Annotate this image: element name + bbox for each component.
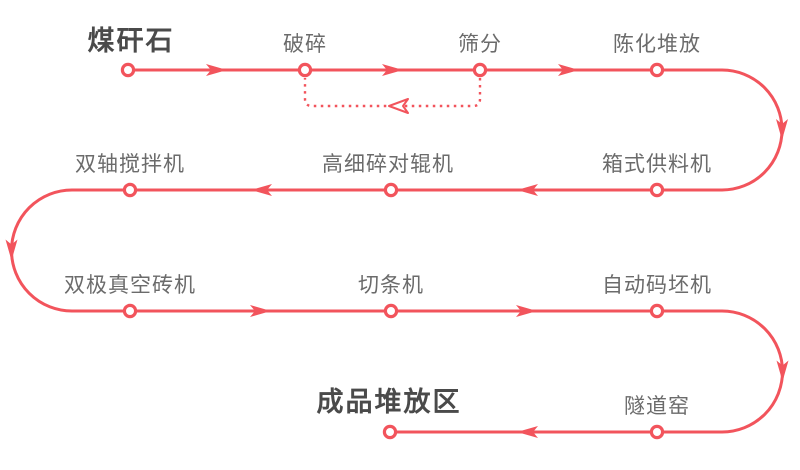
arrowhead-icon [517,426,538,438]
arrowhead-icon [558,64,579,76]
stage-label-vacuum-brick-machine: 双极真空砖机 [64,274,196,297]
stage-label-tunnel-kiln: 隧道窑 [624,395,690,418]
node-marker-cutting-machine [383,303,399,319]
node-marker-vacuum-brick-machine [122,303,138,319]
flow-path [10,68,784,434]
arrowhead-icon [251,184,272,196]
stage-label-double-shaft-mixer: 双轴搅拌机 [75,153,185,176]
arrowhead-icon [516,305,537,317]
arrowhead-icon [776,360,789,382]
node-marker-double-shaft-mixer [122,182,138,198]
stage-label-finished-product-area: 成品堆放区 [316,387,462,417]
arrowhead-icon [382,64,403,76]
node-marker-fine-roller-crusher [383,182,399,198]
node-marker-box-feeder [649,182,665,198]
stage-label-box-feeder: 箱式供料机 [602,153,712,176]
node-marker-tunnel-kiln [649,424,665,440]
stage-label-auto-stacker: 自动码坯机 [602,274,712,297]
node-marker-crushing [297,62,313,78]
arrowhead-icon [517,184,538,196]
arrowhead-icon [776,119,788,140]
stage-label-fine-roller-crusher: 高细碎对辊机 [322,153,454,176]
node-marker-raw-material [120,62,136,78]
stage-label-crushing: 破碎 [283,33,327,56]
stage-label-cutting-machine: 切条机 [358,274,424,297]
feedback-path [303,78,482,108]
node-marker-aging-storage [649,62,665,78]
node-marker-screening [472,62,488,78]
node-marker-finished-product-area [382,424,398,440]
arrowhead-icon [5,239,18,261]
feedback-arrowhead-icon [388,98,409,114]
stage-label-screening: 筛分 [458,33,502,56]
node-marker-auto-stacker [649,303,665,319]
stage-label-raw-material: 煤矸石 [87,26,175,56]
arrowhead-icon [250,305,271,317]
stage-label-aging-storage: 陈化堆放 [613,33,701,56]
arrowhead-icon [206,64,227,76]
